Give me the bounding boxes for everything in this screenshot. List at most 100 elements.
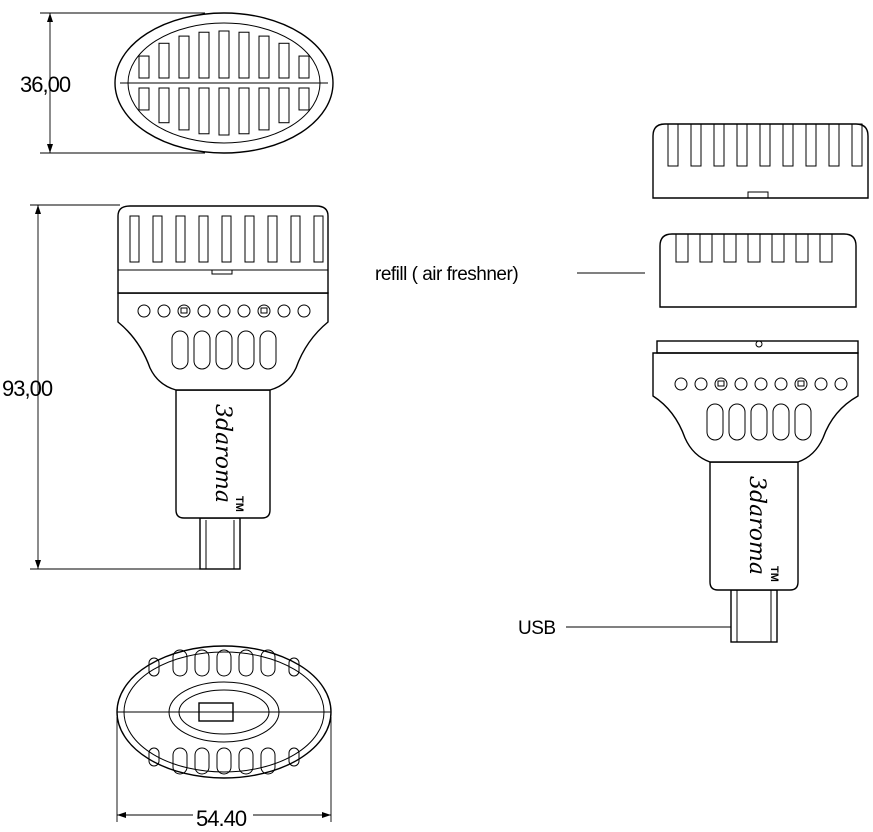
vent-slot (728, 403, 746, 441)
vent-hole (257, 304, 271, 318)
grille-slot (278, 42, 290, 79)
usb-label: USB (518, 618, 556, 639)
front-view: 93,00 3daroma TM (2, 204, 329, 570)
bottom-vent (194, 747, 210, 775)
vent-slot (794, 403, 812, 441)
vent-slot (259, 330, 277, 370)
grille-slot (218, 30, 230, 79)
vent-hole (754, 377, 768, 391)
refill-label: refill ( air freshner) (375, 264, 518, 285)
vent-hole-mark (717, 380, 725, 387)
cap-slot (198, 215, 209, 263)
vent-hole (794, 377, 808, 391)
grille-slot (178, 35, 190, 79)
vent-hole (217, 304, 231, 318)
refill-tooth (675, 234, 689, 263)
width-dimension-label: 54.40 (196, 806, 247, 831)
cap-slot (244, 215, 255, 263)
cap-slot (221, 215, 232, 263)
bottom-vent (260, 747, 276, 775)
bottom-vent (148, 657, 160, 677)
bottom-vent (194, 649, 210, 677)
vent-hole (814, 377, 828, 391)
top-view: 36,00 (20, 12, 334, 154)
brand-name-exploded: 3daroma (744, 476, 769, 575)
bottom-vent (172, 649, 188, 677)
bottom-vent (260, 649, 276, 677)
vent-hole (734, 377, 748, 391)
grille-slot (198, 31, 210, 79)
brand-trademark: TM (233, 496, 245, 512)
refill-tooth (723, 234, 737, 263)
bottom-vent (238, 649, 254, 677)
bottom-vent (238, 747, 254, 775)
refill-tooth (699, 234, 713, 263)
refill-tooth (771, 234, 785, 263)
bottom-vent (288, 657, 300, 677)
vent-hole (714, 377, 728, 391)
vent-slot (215, 330, 233, 370)
vent-hole (674, 377, 688, 391)
grille-slot (138, 87, 150, 111)
vent-hole (774, 377, 788, 391)
vent-hole (137, 304, 151, 318)
depth-dimension-label: 36,00 (20, 72, 71, 97)
grille-slot (298, 55, 310, 79)
bottom-vent (172, 747, 188, 775)
grille-slot (218, 87, 230, 136)
grille-slot (198, 87, 210, 135)
refill-tooth (747, 234, 761, 263)
cap-slot (267, 215, 278, 263)
grille-slot (158, 42, 170, 79)
vent-slot (772, 403, 790, 441)
grille-slot (258, 87, 270, 131)
brand-trademark-exploded: TM (768, 566, 780, 582)
exploded-view: refill ( air freshner) USB 3daroma TM (375, 123, 869, 643)
bottom-vent (216, 649, 232, 677)
vent-hole-mark (180, 307, 188, 314)
vent-slot (750, 403, 768, 441)
lid-slot (690, 123, 702, 167)
vent-slot (706, 403, 724, 441)
grille-slot (178, 87, 190, 131)
grille-slot (138, 55, 150, 79)
cap-slot (290, 215, 301, 263)
lid-slot (713, 123, 725, 167)
brand-name: 3daroma (210, 404, 235, 503)
vent-slot (237, 330, 255, 370)
vent-hole (197, 304, 211, 318)
grille-slot (298, 87, 310, 111)
lid-slot (736, 123, 748, 167)
grille-slot (238, 87, 250, 135)
vent-hole-mark (797, 380, 805, 387)
cap-slot (129, 215, 140, 263)
vent-hole (297, 304, 311, 318)
vent-slot (171, 330, 189, 370)
grille-slot (158, 87, 170, 124)
vent-hole (177, 304, 191, 318)
lid-slot (667, 123, 679, 167)
lid-slot (851, 123, 863, 167)
bottom-vent (288, 747, 300, 767)
cap-slot (313, 215, 324, 263)
lid-slot (828, 123, 840, 167)
vent-hole (277, 304, 291, 318)
vent-hole (157, 304, 171, 318)
vent-slot (193, 330, 211, 370)
cap-slot (175, 215, 186, 263)
bottom-view: 54.40 (116, 645, 332, 831)
bottom-vent (148, 747, 160, 767)
lid-slot (805, 123, 817, 167)
refill-tooth (795, 234, 809, 263)
lid-slot (759, 123, 771, 167)
refill-tooth (819, 234, 833, 263)
grille-slot (238, 31, 250, 79)
grille-slot (278, 87, 290, 124)
lid-slot (782, 123, 794, 167)
vent-hole-mark (260, 307, 268, 314)
vent-hole (694, 377, 708, 391)
grille-slot (258, 35, 270, 79)
vent-hole (834, 377, 848, 391)
vent-hole (237, 304, 251, 318)
